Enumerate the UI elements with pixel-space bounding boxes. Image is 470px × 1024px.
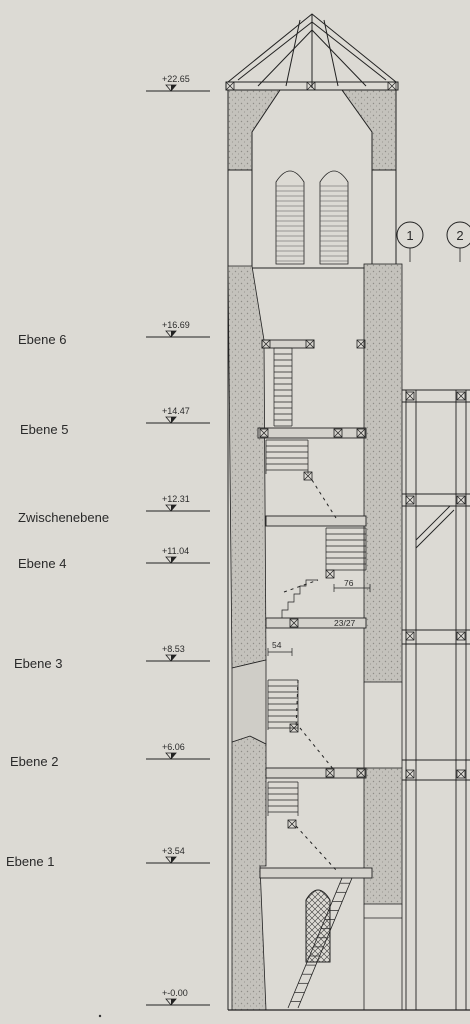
left-wall-panel <box>231 659 267 745</box>
elevation-value: +16.69 <box>162 320 190 330</box>
stair-flights <box>265 347 367 816</box>
right-wall-opening <box>363 682 403 768</box>
spire-wall-left <box>227 89 281 171</box>
elevation-value: +8.53 <box>162 644 185 654</box>
paper-dot <box>98 1014 102 1018</box>
dimension-76-label: 76 <box>344 578 354 588</box>
dimension-54-label: 54 <box>272 640 282 650</box>
level-marker: +22.65 <box>146 74 210 92</box>
steel-frame <box>402 389 470 1010</box>
level-label: Ebene 2 <box>10 754 58 769</box>
axis-2-label: 2 <box>456 228 463 243</box>
axis-marker-2: 2 <box>446 221 470 262</box>
tower-walls <box>227 170 397 1010</box>
level-label: Ebene 3 <box>14 656 62 671</box>
spire-wall-right <box>341 89 397 171</box>
ladder <box>287 877 353 1009</box>
level-label: Zwischenebene <box>18 510 109 525</box>
belfry-louvres <box>275 170 349 265</box>
level-label: Ebene 4 <box>18 556 66 571</box>
left-wall <box>227 265 267 669</box>
elevation-value: +14.47 <box>162 406 190 416</box>
stair-dashes <box>283 479 337 871</box>
elevation-value: +6.06 <box>162 742 185 752</box>
stair-ratio-label: 23/27 <box>334 618 356 628</box>
axis-marker-1: 1 <box>396 221 424 262</box>
level-label: Ebene 5 <box>20 422 68 437</box>
dimension-54 <box>267 648 293 656</box>
floor-slabs <box>257 339 373 879</box>
level-label: Ebene 1 <box>6 854 54 869</box>
elevation-value: +11.04 <box>162 546 189 556</box>
elevation-value: +3.54 <box>162 846 185 856</box>
right-wall <box>363 263 403 683</box>
roof-truss <box>225 13 399 91</box>
level-label: Ebene 6 <box>18 332 66 347</box>
right-wall-base <box>363 904 403 1010</box>
elevation-value: +12.31 <box>162 494 190 504</box>
ground-window <box>305 889 331 963</box>
right-wall-lower <box>363 767 403 905</box>
level-marker: +-0.00 <box>146 988 210 1006</box>
elevation-value: +22.65 <box>162 74 190 84</box>
dimension-76 <box>333 584 371 592</box>
elevation-value: +-0.00 <box>162 988 188 998</box>
axis-1-label: 1 <box>406 228 413 243</box>
